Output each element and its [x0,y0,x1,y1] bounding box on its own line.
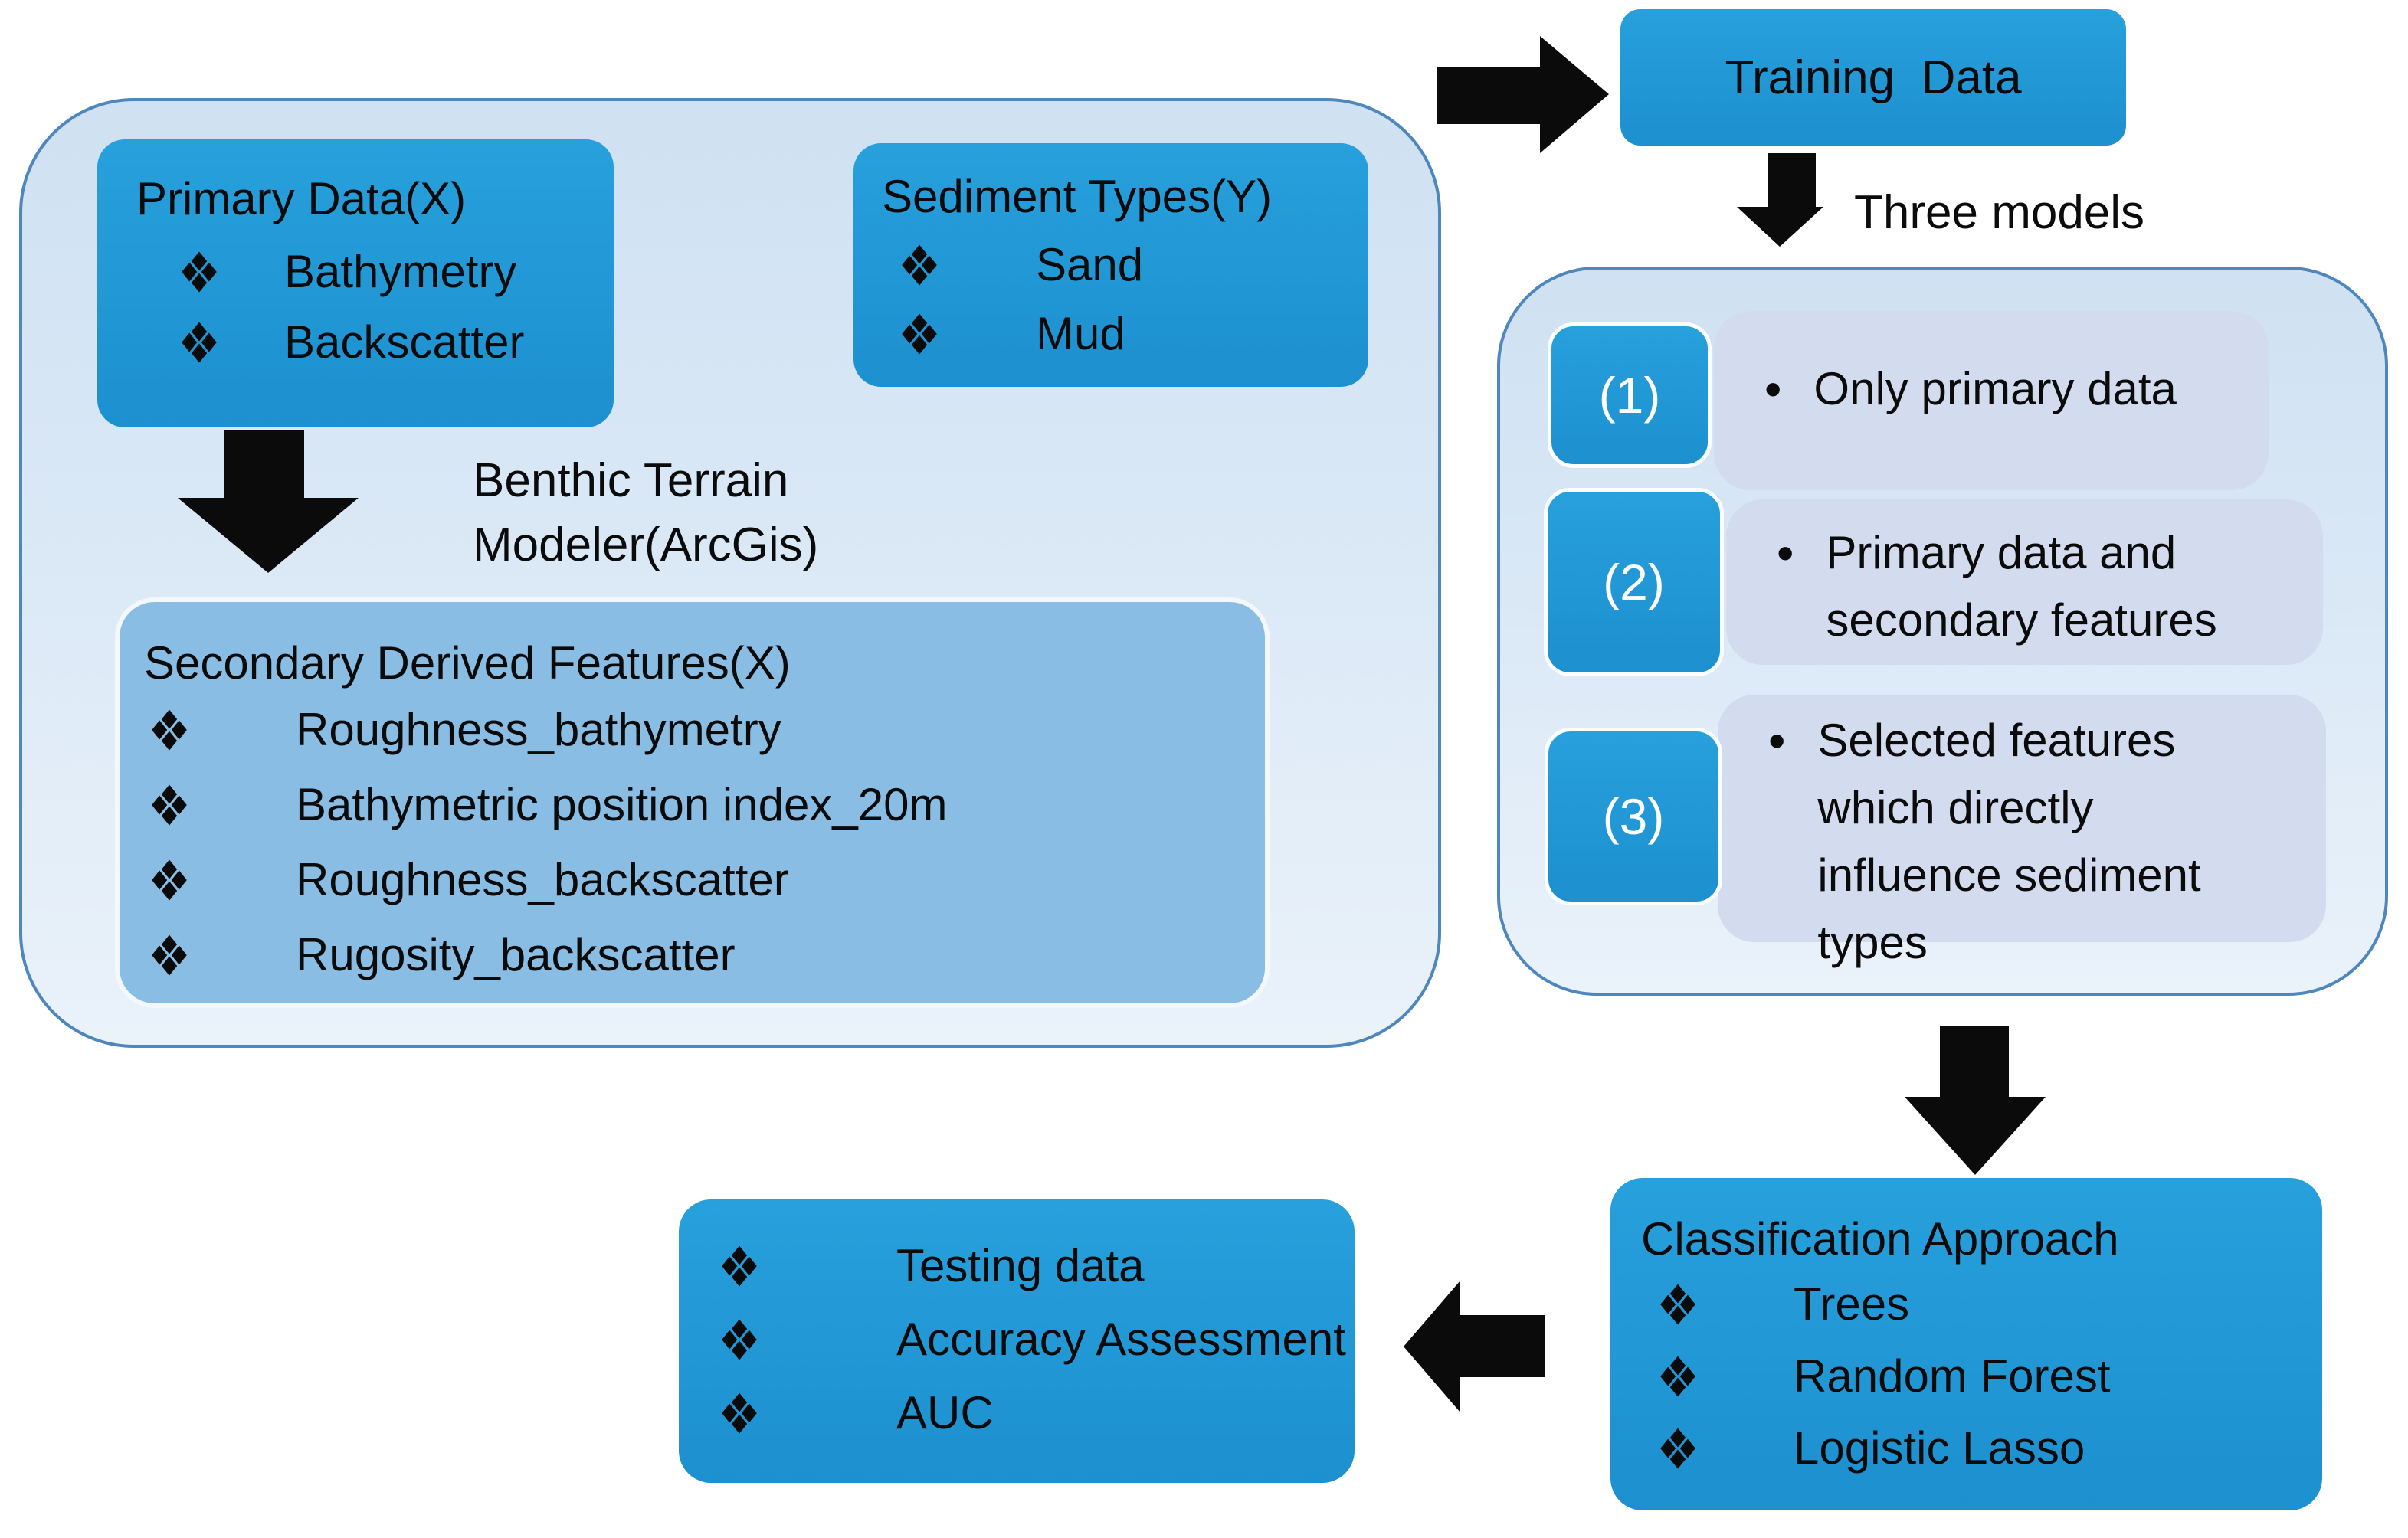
flow-arrow-right-icon [1437,36,1609,153]
model-2-badge: (2) [1544,488,1724,676]
secondary-feature-item: Bathymetric position index_20m [296,779,948,830]
diamond-bullet-icon [722,1245,757,1287]
sediment-types-title: Sediment Types(Y) [882,171,1273,222]
model-1-text: Only primary data [1813,363,2177,414]
three-models-label: Three models [1854,186,2145,239]
flow-arrow-down-icon [1737,153,1823,247]
diamond-bullet-icon [1660,1356,1695,1397]
diamond-bullet-icon [152,859,187,901]
model-1-badge: (1) [1548,322,1712,468]
diamond-bullet-icon [152,709,187,751]
primary-data-item: Bathymetry [284,246,517,297]
classification-item: Logistic Lasso [1794,1422,2085,1474]
sediment-type-item: Sand [1036,239,1144,290]
diamond-bullet-icon [182,322,217,363]
sediment-types-box: Sediment Types(Y) Sand Mud [853,143,1368,387]
bullet-dot-icon: • [1764,362,1782,417]
primary-data-title: Primary Data(X) [136,173,467,224]
flow-arrow-left-icon [1404,1281,1545,1412]
secondary-features-title: Secondary Derived Features(X) [144,637,791,689]
classification-approach-box: Classification Approach Trees Random For… [1610,1178,2322,1510]
classification-title: Classification Approach [1641,1213,2119,1265]
secondary-feature-item: Roughness_backscatter [296,854,789,905]
testing-item: AUC [896,1387,994,1438]
sediment-type-item: Mud [1036,308,1125,359]
diamond-bullet-icon [722,1392,757,1434]
classification-item: Random Forest [1794,1350,2111,1402]
classification-item: Trees [1794,1278,1910,1330]
bullet-dot-icon: • [1777,525,1794,581]
diamond-bullet-icon [1660,1428,1695,1469]
training-data-box: Training Data [1620,9,2126,146]
model-3-panel: • Selected features which directly influ… [1718,695,2326,968]
diamond-bullet-icon [722,1319,757,1360]
flow-arrow-down-icon [178,430,359,573]
secondary-feature-item: Roughness_bathymetry [296,704,781,755]
diamond-bullet-icon [152,784,187,826]
testing-item: Accuracy Assessment [896,1314,1346,1365]
model-3-text: Selected features which directly influen… [1817,715,2201,968]
model-1-panel: • Only primary data [1714,311,2269,490]
flow-arrow-down-icon [1905,1026,2046,1175]
testing-evaluation-box: Testing data Accuracy Assessment AUC [679,1199,1355,1483]
secondary-feature-item: Rugosity_backscatter [296,929,736,980]
diamond-bullet-icon [1660,1284,1695,1325]
diamond-bullet-icon [902,244,937,286]
training-data-label: Training Data [1725,51,2022,104]
secondary-features-box: Secondary Derived Features(X) Roughness_… [115,597,1270,1008]
diamond-bullet-icon [152,934,187,976]
model-2-panel: • Primary data and secondary features [1726,499,2323,665]
model-2-text: Primary data and secondary features [1826,527,2217,646]
benthic-terrain-label: Benthic Terrain Modeler(ArcGis) [473,454,819,571]
bullet-dot-icon: • [1768,713,1786,768]
diamond-bullet-icon [182,251,217,293]
testing-item: Testing data [896,1240,1145,1291]
primary-data-item: Backscatter [284,316,525,368]
model-3-badge: (3) [1545,728,1722,905]
diamond-bullet-icon [902,313,937,355]
primary-data-box: Primary Data(X) Bathymetry Backscatter [97,139,614,427]
